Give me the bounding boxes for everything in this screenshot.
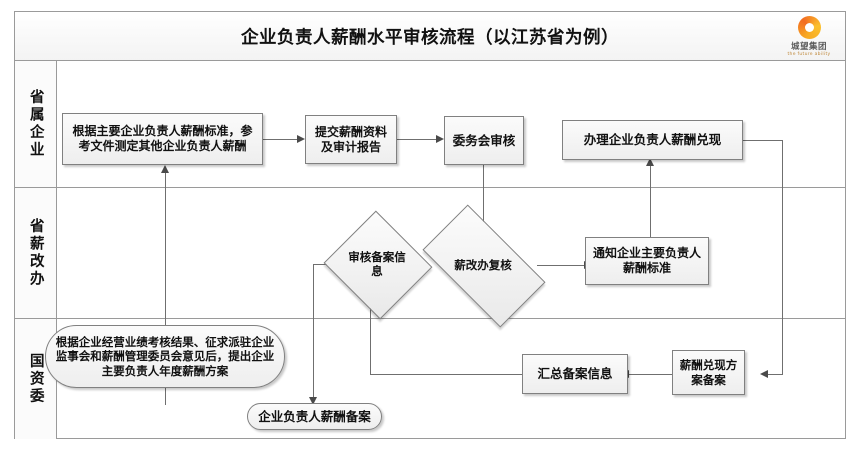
lane-salary-reform-office: 省薪改办 [15,188,845,319]
node-label: 通知企业主要负责人薪酬标准 [592,246,701,275]
connector-line [397,139,437,140]
node-handle-payout[interactable]: 办理企业负责人薪酬兑现 [562,120,743,160]
logo-name: 城望集团 [790,42,827,52]
logo-tagline: the future ability [787,52,831,57]
node-label: 薪改办复核 [454,257,512,272]
connector-line [263,139,298,140]
connector-arrow-right [436,135,444,143]
connector-line [483,165,484,232]
node-summary-record-info[interactable]: 汇总备案信息 [522,354,628,394]
node-label: 根据主要企业负责人薪酬标准，参考文件测定其他企业负责人薪酬 [72,124,253,153]
connector-line [628,374,672,375]
node-committee-review[interactable]: 委务会审核 [444,116,524,165]
connector-line [370,374,522,375]
connector-arrow-left [760,370,768,378]
node-reform-office-recheck[interactable]: 薪改办复核 [422,204,546,328]
connector-arrow-right [297,135,305,143]
node-label: 汇总备案信息 [537,366,613,382]
connector-arrow-down [309,397,317,405]
connector-line [650,162,651,237]
node-submit-materials[interactable]: 提交薪酬资料及审计报告 [305,115,397,164]
node-notify-standard[interactable]: 通知企业主要负责人薪酬标准 [585,237,709,285]
connector-line [767,374,783,375]
connector-arrow-up [161,165,169,173]
node-label: 根据企业经营业绩考核结果、征求派驻企业监事会和薪酬管理委员会意见后，提出企业主要… [55,335,275,378]
lane-label-province-enterprise: 省属企业 [15,61,57,187]
node-salary-record[interactable]: 企业负责人薪酬备案 [247,403,382,430]
node-label: 提交薪酬资料及审计报告 [314,124,387,154]
page-title: 企业负责人薪酬水平审核流程（以江苏省为例） [241,28,619,48]
node-measure-standard[interactable]: 根据主要企业负责人薪酬标准，参考文件测定其他企业负责人薪酬 [62,113,263,165]
spiral-logo-icon [797,16,821,39]
lane-label-text: 国资委 [27,352,45,406]
connector-line [370,298,371,375]
connector-line [165,170,166,405]
lane-label-salary-reform-office: 省薪改办 [15,188,57,318]
node-label: 审核备案信息 [348,249,406,278]
node-review-record-info[interactable]: 审核备案信息 [323,210,433,320]
node-label: 薪酬兑现方案备案 [679,358,738,387]
node-propose-plan[interactable]: 根据企业经营业绩考核结果、征求派驻企业监事会和薪酬管理委员会意见后，提出企业主要… [45,325,285,388]
connector-line [313,264,314,399]
connector-arrow-up [646,158,654,166]
node-label: 办理企业负责人薪酬兑现 [583,132,722,148]
node-label: 委务会审核 [452,132,516,148]
node-label: 企业负责人薪酬备案 [258,408,371,424]
lane-province-enterprise: 省属企业 [15,61,845,188]
lane-label-text: 省薪改办 [27,218,45,288]
connector-line [743,140,782,141]
title-bar: 企业负责人薪酬水平审核流程（以江苏省为例） 城望集团 the future ab… [15,12,845,61]
lane-label-text: 省属企业 [27,89,45,159]
connector-line [782,140,783,375]
connector-line [537,265,585,266]
node-payout-plan-record[interactable]: 薪酬兑现方案备案 [672,350,745,395]
company-logo: 城望集团 the future ability [778,15,840,58]
